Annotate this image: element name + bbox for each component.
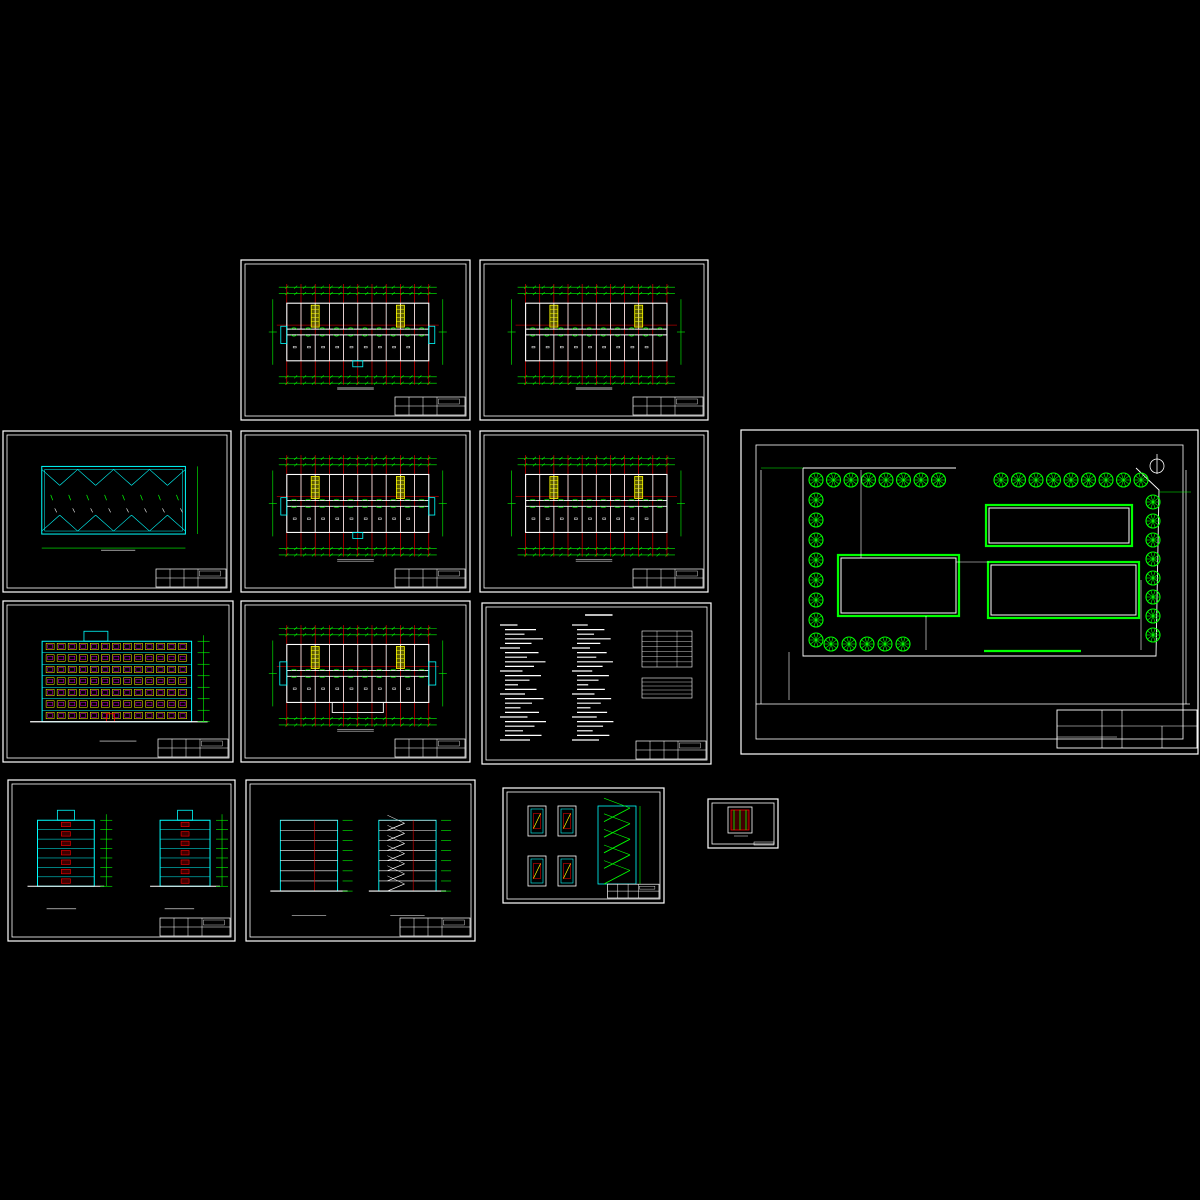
title-block (632, 568, 704, 588)
sheet-site-plan[interactable] (740, 429, 1199, 755)
title-block (394, 738, 466, 758)
sheet-stair-details[interactable] (502, 787, 665, 904)
title-block (607, 883, 660, 899)
sheet-front-elevation[interactable] (2, 600, 234, 763)
sheet-floor-plan-e[interactable] (240, 600, 471, 763)
sheet-floor-plan-d[interactable] (479, 430, 709, 593)
sheet-design-notes[interactable] (481, 602, 712, 765)
title-block (399, 917, 471, 937)
title-block (159, 917, 231, 937)
title-block (155, 568, 227, 588)
sheet-side-elevations[interactable] (7, 779, 236, 942)
title-block (753, 841, 775, 846)
sheet-roof-plan[interactable] (2, 430, 232, 593)
title-block (635, 740, 707, 760)
sheet-sections[interactable] (245, 779, 476, 942)
sheet-floor-plan-c[interactable] (240, 430, 471, 593)
title-block (157, 738, 229, 758)
sheet-floor-plan-b[interactable] (479, 259, 709, 421)
title-block (632, 396, 704, 416)
title-block (394, 568, 466, 588)
sheet-floor-plan-a[interactable] (240, 259, 471, 421)
sheet-small-detail[interactable] (707, 798, 779, 849)
title-block (394, 396, 466, 416)
